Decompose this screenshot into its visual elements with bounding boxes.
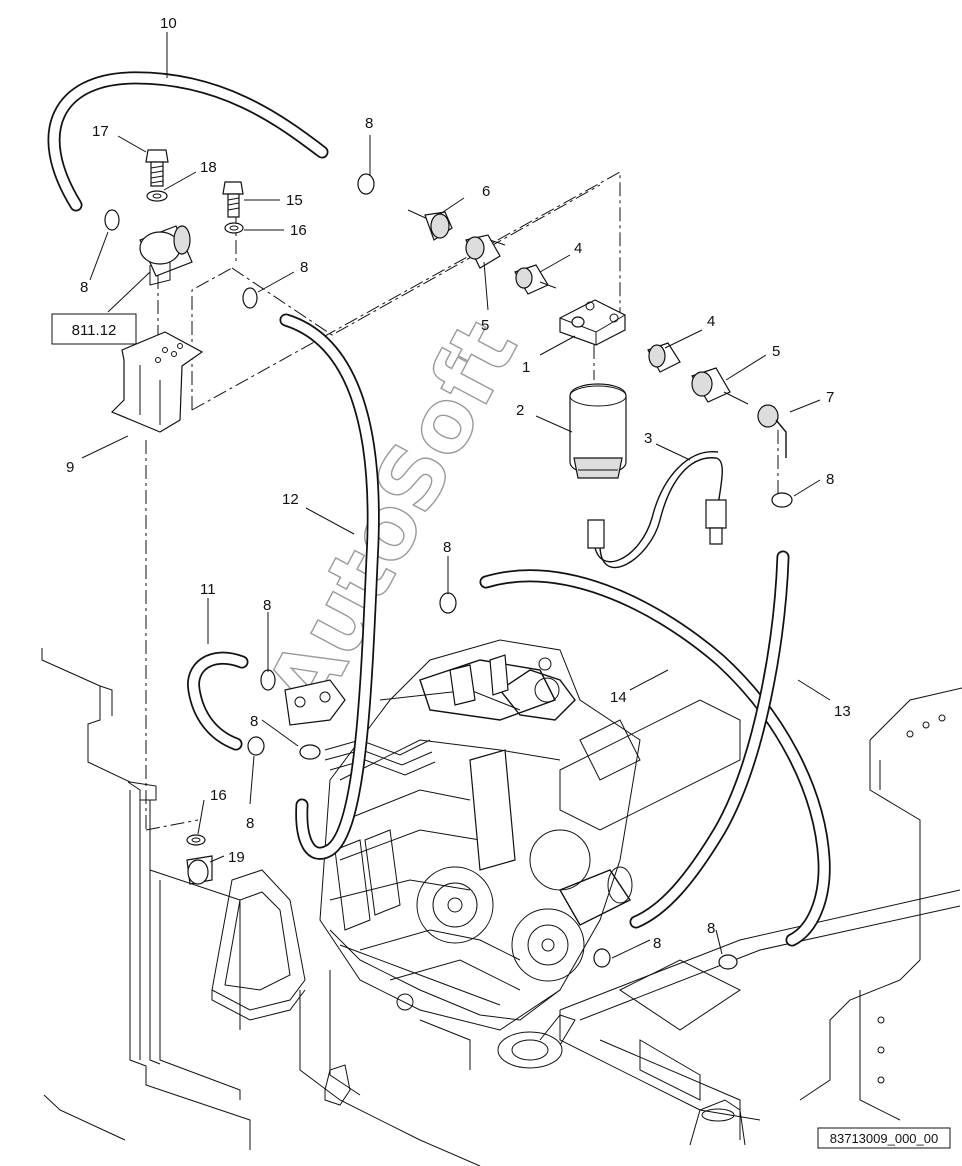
washer-16-top [224, 222, 244, 234]
chassis-frame [41, 648, 962, 1166]
adapter-4-upper [514, 264, 557, 295]
callout-13: 13 [834, 703, 851, 720]
callout-17: 17 [92, 123, 109, 140]
callout-15: 15 [286, 192, 303, 209]
drawing-code: 83713009_000_00 [830, 1131, 938, 1146]
callout-labels: 10 17 18 15 16 8 8 8 6 4 5 1 4 5 7 2 3 8… [66, 15, 851, 952]
callout-8-b: 8 [80, 279, 88, 296]
callout-11: 11 [200, 581, 216, 598]
parts [104, 149, 793, 970]
callout-8-j: 8 [707, 920, 715, 937]
callout-5-lower: 5 [772, 343, 780, 360]
callout-7: 7 [826, 389, 834, 406]
filter-head-1 [559, 299, 626, 346]
reference-box[interactable]: 811.12 [51, 313, 137, 345]
reference-box-label: 811.12 [72, 322, 117, 339]
bolt-17 [145, 149, 169, 187]
washer-16-lower [186, 834, 206, 846]
fuel-pump [139, 225, 193, 286]
callout-19: 19 [228, 849, 245, 866]
nut-5-upper [465, 234, 506, 269]
bolt-15 [222, 181, 244, 218]
callout-8-e: 8 [443, 539, 451, 556]
callout-16-lower: 16 [210, 787, 227, 804]
bolt-19 [186, 855, 213, 885]
elbow-7 [757, 404, 787, 458]
fitting-6 [407, 209, 453, 241]
callout-8-i: 8 [653, 935, 661, 952]
assembly-guides [145, 171, 779, 831]
callout-2: 2 [516, 402, 524, 419]
callout-4-lower: 4 [707, 313, 715, 330]
hose-clamps [104, 173, 793, 970]
callout-14: 14 [610, 689, 627, 706]
callout-1: 1 [522, 359, 530, 376]
nut-5-lower [691, 367, 749, 405]
engine-assembly [284, 639, 641, 1031]
water-sensor-3 [587, 499, 727, 549]
callout-18: 18 [200, 159, 217, 176]
fuel-filter-2 [569, 383, 627, 479]
adapter-4-lower [647, 342, 681, 373]
callout-8-d: 8 [826, 471, 834, 488]
callout-12: 12 [282, 491, 299, 508]
callout-8-g: 8 [250, 713, 258, 730]
callout-4-upper: 4 [574, 240, 582, 257]
callout-8-c: 8 [300, 259, 308, 276]
callout-10: 10 [160, 15, 177, 32]
callout-8-a: 8 [365, 115, 373, 132]
bracket-9 [110, 331, 204, 433]
washer-18 [146, 190, 168, 202]
callout-6: 6 [482, 183, 490, 200]
drawing-code-box: 83713009_000_00 [817, 1127, 951, 1149]
callout-8-h: 8 [246, 815, 254, 832]
callout-3: 3 [644, 430, 652, 447]
hoses [47, 71, 831, 947]
leader-lines [81, 32, 831, 959]
callout-8-f: 8 [263, 597, 271, 614]
callout-9: 9 [66, 459, 74, 476]
callout-5-upper: 5 [481, 317, 489, 334]
callout-16-top: 16 [290, 222, 307, 239]
